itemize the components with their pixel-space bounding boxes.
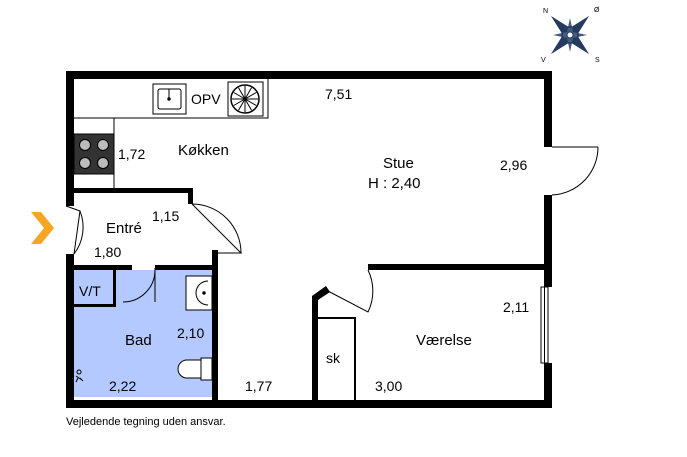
bath-name: Bad	[125, 332, 152, 349]
washbasin-icon	[185, 275, 213, 311]
bedroom-name: Værelse	[416, 332, 472, 349]
entrance-arrow-icon	[31, 212, 54, 244]
doors	[65, 146, 599, 313]
entry-size-2: 1,80	[94, 244, 121, 260]
wardrobe-label: sk	[326, 350, 341, 366]
hall-size: 1,77	[245, 378, 272, 394]
ventilation-fan-icon	[227, 81, 264, 117]
entry-name: Entré	[106, 220, 142, 237]
shower-icon	[75, 369, 84, 383]
vt-label: V/T	[79, 283, 101, 299]
bedroom-size-1: 2,11	[503, 299, 529, 315]
compass-west-label: V	[541, 57, 546, 64]
kitchen-size: 1,72	[118, 146, 145, 162]
kitchen-name: Køkken	[178, 142, 229, 159]
compass-north-label: N	[543, 8, 548, 15]
interior-walls	[70, 188, 548, 400]
living-name: Stue	[383, 155, 414, 172]
stove-icon	[73, 133, 115, 175]
bath-size-1: 2,10	[177, 325, 204, 341]
entry-size-1: 1,15	[152, 208, 179, 224]
bedroom-window	[540, 286, 549, 364]
living-depth: 2,96	[500, 157, 527, 173]
living-height: H : 2,40	[368, 175, 421, 192]
bedroom-size-2: 3,00	[375, 378, 402, 394]
disclaimer-text: Vejledende tegning uden ansvar.	[66, 416, 226, 428]
living-width: 7,51	[325, 86, 352, 102]
kitchen-sink-icon	[152, 83, 187, 115]
compass-rose-icon: N Ø S V	[541, 7, 600, 64]
opv-label: OPV	[191, 91, 221, 107]
toilet-icon	[177, 357, 213, 381]
compass-south-label: S	[595, 57, 600, 64]
compass-east-label: Ø	[594, 7, 600, 14]
bath-size-2: 2,22	[109, 378, 136, 394]
outer-walls	[66, 71, 552, 408]
